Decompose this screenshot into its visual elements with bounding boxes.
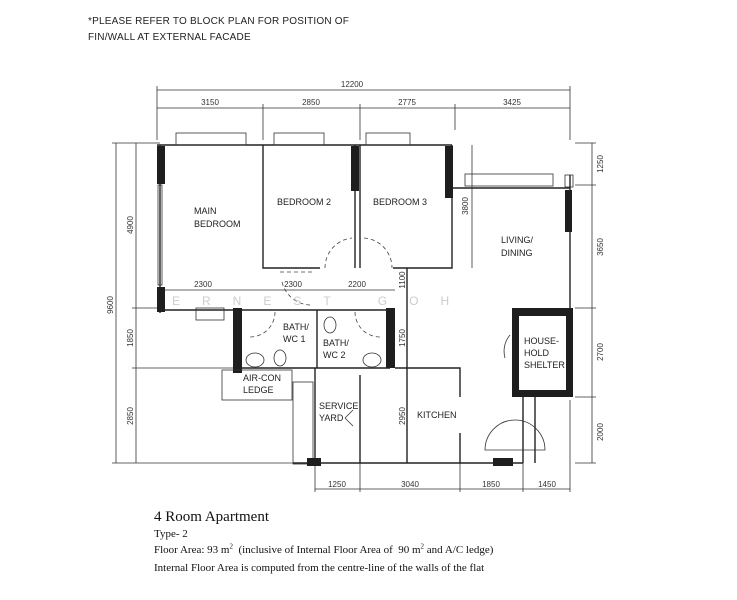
apartment-title: 4 Room Apartment (154, 509, 269, 525)
room-bath-1: BATH/ (283, 322, 309, 332)
dim-left-total: 9600 (106, 296, 115, 314)
apartment-type: Type- 2 (154, 528, 188, 540)
room-aircon-ledge: AIR-CON (243, 373, 281, 383)
floor-area-suffix: and A/C ledge) (424, 544, 494, 556)
dim-left: 1850 (126, 329, 135, 347)
top-dimensions: 12200 3150 2850 2775 3425 (156, 80, 571, 140)
right-dimensions: 1250 3650 2700 2000 (575, 142, 605, 464)
inner-dimensions: 2300 2300 2200 1100 1750 2950 3800 (165, 145, 473, 425)
room-aircon-ledge: LEDGE (243, 385, 274, 395)
dim-right: 1250 (596, 155, 605, 173)
dim-inner: 3800 (461, 197, 470, 215)
watermark: ERNEST GOH (172, 294, 471, 308)
doors (245, 237, 546, 451)
dim-inner: 1750 (398, 329, 407, 347)
room-service-yard: YARD (319, 413, 344, 423)
room-kitchen: KITCHEN (417, 410, 457, 420)
dim-right: 3650 (596, 238, 605, 256)
dim-right: 2000 (596, 423, 605, 441)
dim-right: 2700 (596, 343, 605, 361)
room-bath-1: WC 1 (283, 334, 306, 344)
dim-left: 4900 (126, 216, 135, 234)
note-line-1: *PLEASE REFER TO BLOCK PLAN FOR POSITION… (88, 16, 349, 27)
floor-area-prefix: Floor Area: 93 m (154, 544, 230, 556)
floor-area: Floor Area: 93 m2 (inclusive of Internal… (154, 542, 494, 557)
room-bedroom-2: BEDROOM 2 (277, 197, 331, 207)
dim-inner: 2300 (284, 280, 302, 289)
dim-inner: 1100 (398, 271, 407, 289)
superscript: 2 (420, 542, 425, 551)
dim-left: 2850 (126, 407, 135, 425)
dim-top: 3425 (503, 98, 521, 107)
room-labels: MAIN BEDROOM BEDROOM 2 BEDROOM 3 LIVING/… (194, 197, 565, 423)
walls (157, 132, 574, 466)
room-shelter: HOUSE- (524, 336, 559, 346)
room-main-bedroom: BEDROOM (194, 219, 241, 229)
dim-top-total: 12200 (341, 80, 364, 89)
floor-area-mid: (inclusive of Internal Floor Area of 90 … (232, 544, 421, 556)
room-bedroom-3: BEDROOM 3 (373, 197, 427, 207)
room-shelter: SHELTER (524, 360, 565, 370)
dim-top: 2850 (302, 98, 320, 107)
bottom-dimensions: 1250 3040 1850 1450 (314, 400, 571, 492)
dim-bottom: 1450 (538, 480, 556, 489)
room-bath-2: BATH/ (323, 338, 349, 348)
room-bath-2: WC 2 (323, 350, 346, 360)
dim-top: 3150 (201, 98, 219, 107)
dim-bottom: 1250 (328, 480, 346, 489)
dim-bottom: 3040 (401, 480, 419, 489)
dim-inner: 2950 (398, 407, 407, 425)
dim-bottom: 1850 (482, 480, 500, 489)
room-main-bedroom: MAIN (194, 206, 217, 216)
room-shelter: HOLD (524, 348, 550, 358)
superscript: 2 (229, 542, 233, 551)
room-service-yard: SERVICE (319, 401, 358, 411)
footnote: Internal Floor Area is computed from the… (154, 562, 485, 574)
dim-top: 2775 (398, 98, 416, 107)
left-dimensions: 9600 4900 1850 2850 (106, 142, 300, 464)
note-line-2: FIN/WALL AT EXTERNAL FACADE (88, 32, 251, 43)
dim-inner: 2300 (194, 280, 212, 289)
dim-inner: 2200 (348, 280, 366, 289)
room-living: DINING (501, 248, 533, 258)
room-living: LIVING/ (501, 235, 534, 245)
